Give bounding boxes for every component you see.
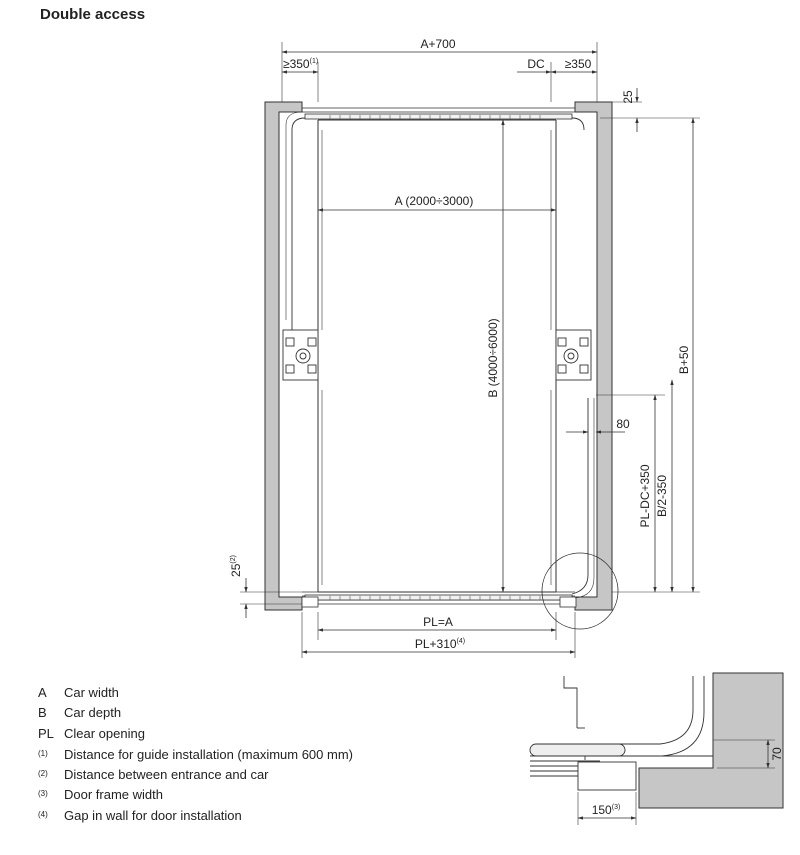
page-title: Double access — [40, 6, 146, 23]
legend-text: Clear opening — [64, 725, 145, 741]
legend-text: Car width — [64, 685, 119, 700]
legend-text: Distance for guide installation (maximum… — [64, 746, 353, 762]
legend-text: Distance between entrance and car — [64, 767, 269, 783]
legend-symbol: (2) — [38, 769, 48, 779]
detail-wall — [638, 672, 784, 809]
label-ge350-left: ≥350(1) — [283, 57, 318, 71]
legend-row: (2) Distance between entrance and car — [38, 764, 353, 784]
legend-symbol: A — [38, 685, 47, 700]
right-guide-rail — [555, 329, 592, 381]
label-a-plus-700: A+700 — [420, 37, 455, 51]
legend-row: (3) Door frame width — [38, 784, 353, 804]
legend-text: Gap in wall for door installation — [64, 807, 242, 823]
legend-symbol: (3) — [38, 789, 48, 799]
dimension-lines — [244, 50, 695, 654]
legend-symbol: PL — [38, 725, 54, 741]
label-b-half-350: B/2-350 — [655, 475, 669, 517]
legend-symbol: B — [38, 705, 47, 721]
legend-text: Car depth — [64, 705, 122, 721]
legend-text: Door frame width — [64, 787, 163, 803]
legend-row: (4) Gap in wall for door installation — [38, 805, 353, 825]
label-150: 150(3) — [592, 803, 621, 817]
legend-row: PL Clear opening — [38, 724, 353, 744]
legend-row: (1) Distance for guide installation (maxi… — [38, 744, 353, 764]
bottom-door-panels — [301, 398, 595, 608]
top-door-panels — [285, 107, 585, 330]
label-b-range: B (4000÷6000) — [486, 318, 500, 397]
label-70: 70 — [770, 747, 784, 761]
label-80: 80 — [616, 417, 630, 431]
top-door-ticks — [329, 115, 541, 119]
detail-drawing: 70 150(3) — [529, 672, 784, 825]
legend: A Car width B Car depth PL Clear opening (1… — [38, 683, 353, 825]
label-ge350-right: ≥350 — [565, 57, 592, 71]
legend-symbol: (1) — [38, 748, 48, 758]
label-25-top: 25 — [621, 90, 635, 104]
label-pl-eq-a: PL=A — [423, 615, 453, 629]
label-dc: DC — [527, 57, 545, 71]
legend-row: A Car width — [38, 683, 353, 703]
car-outline — [317, 119, 557, 593]
legend-symbol: (4) — [38, 809, 48, 819]
label-25-bottom: 25(2) — [229, 555, 243, 577]
detail-callout-circle — [541, 552, 619, 630]
label-pl-plus-310: PL+310(4) — [415, 637, 465, 651]
label-b-plus-50: B+50 — [677, 345, 691, 374]
legend-row: B Car depth — [38, 703, 353, 723]
label-a-range: A (2000÷3000) — [395, 194, 474, 208]
bottom-door-ticks — [329, 596, 541, 600]
left-wall — [264, 101, 303, 611]
left-guide-rail — [282, 329, 319, 381]
label-pl-dc-350: PL-DC+350 — [638, 464, 652, 527]
